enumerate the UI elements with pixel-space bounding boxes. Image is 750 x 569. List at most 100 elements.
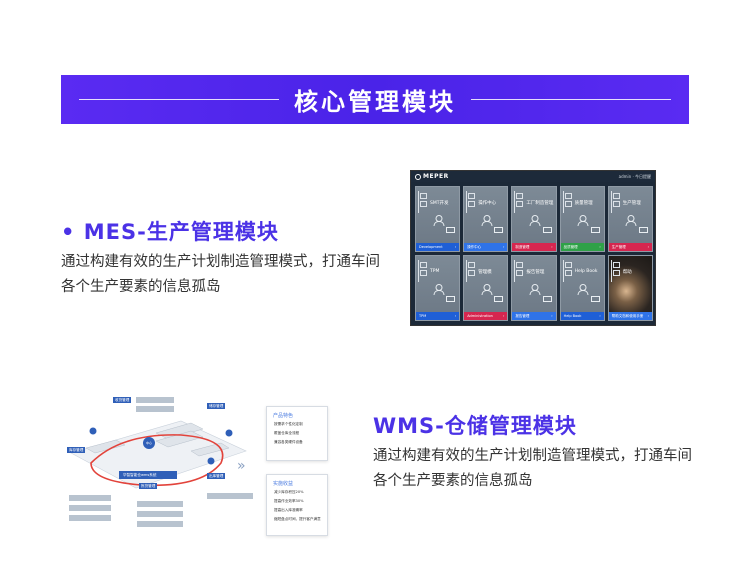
- server-icon: [610, 191, 620, 213]
- user-icon: [432, 215, 445, 226]
- feature-card-title: 产品特色: [273, 413, 294, 419]
- feature-item: 减少库存积压20%: [274, 490, 304, 494]
- info-bar: [137, 501, 183, 507]
- mes-tile[interactable]: 生产管理生产管理›: [607, 186, 653, 252]
- mes-tile-footer: 帮助文档和使用手册›: [608, 312, 652, 320]
- feature-card-traits: 产品特色 按需求个性化定制覆盖仓库全流程兼容各类硬件设备: [266, 406, 328, 461]
- server-icon: [418, 191, 427, 213]
- wms-diagram: 收货管理 储存管理 出库管理 拣货管理 库存管理 华智智能仓wms系统 中心: [61, 393, 261, 538]
- server-icon: [562, 191, 572, 213]
- user-icon: [577, 284, 589, 295]
- mes-tile[interactable]: 操作中心操作中心›: [463, 186, 509, 252]
- user-icon: [528, 284, 541, 295]
- mes-tile-name: 质量管理: [574, 201, 593, 206]
- mes-tile[interactable]: 帮助帮助文档和使用手册›: [607, 255, 653, 321]
- mes-tile-footer: TPM›: [416, 312, 460, 320]
- monitor-icon: [446, 296, 456, 302]
- logo-icon: [415, 173, 421, 180]
- server-icon: [562, 260, 572, 282]
- monitor-icon: [542, 296, 552, 302]
- user-icon: [432, 284, 445, 295]
- double-chevron-icon: »: [237, 458, 245, 474]
- mes-tile[interactable]: 管理模 Administration›: [463, 255, 509, 321]
- monitor-icon: [446, 227, 456, 233]
- feature-card-title: 实施收益: [273, 481, 294, 487]
- mes-tile-name: Help Book: [574, 269, 598, 274]
- inventory-label: 库存管理: [67, 447, 86, 453]
- feature-list: 减少库存积压20% 提高作业效率30% 提高出入库准确率缩短盘点时间，提升客户满意: [274, 490, 321, 526]
- mes-tile-footer: 报告管理›: [512, 312, 556, 320]
- monitor-icon: [590, 227, 600, 233]
- feature-item: 兼容各类硬件设备: [274, 440, 303, 444]
- info-bar: [136, 397, 174, 403]
- wms-center-label: 华智智能仓wms系统: [123, 473, 157, 477]
- monitor-icon: [590, 296, 600, 302]
- chevron-right-icon: ›: [551, 245, 553, 249]
- chevron-right-icon: ›: [502, 245, 505, 249]
- mes-tile-name: 操作中心: [478, 201, 497, 206]
- mes-tile-footer: 品质管理›: [560, 243, 604, 251]
- mes-tile[interactable]: 工厂制造管理制造管理›: [511, 186, 557, 252]
- mes-tile-footer: Development›: [416, 243, 460, 251]
- feature-item: 按需求个性化定制: [274, 422, 303, 426]
- mes-tile-footer: 生产管理›: [608, 243, 652, 251]
- mes-description: 通过构建有效的生产计划制造管理模式，打通车间各个生产要素的信息孤岛: [61, 254, 380, 295]
- chevron-right-icon: ›: [647, 314, 649, 318]
- mes-logo: MEPER: [415, 173, 449, 180]
- mes-tile-footer: 操作中心›: [464, 243, 508, 251]
- mes-tile-name: 管理模: [478, 270, 492, 275]
- chevron-right-icon: ›: [647, 245, 649, 249]
- picking-label: 拣货管理: [139, 483, 158, 489]
- chevron-right-icon: ›: [454, 245, 457, 249]
- server-icon: [610, 260, 620, 282]
- mes-tile-name: 帮助: [622, 270, 632, 275]
- core-node-label: 中心: [146, 441, 153, 445]
- mes-tile[interactable]: 质量管理品质管理›: [559, 186, 605, 252]
- chevron-right-icon: ›: [599, 245, 601, 249]
- info-bar: [69, 495, 111, 501]
- mes-tile-name: 报告管理: [526, 270, 545, 275]
- mes-tile-name: SMT开发: [430, 201, 449, 206]
- mes-user-info: admin · 今日提醒: [618, 173, 651, 179]
- banner-title: 核心管理模块: [294, 88, 456, 116]
- mes-tile-name: 工厂制造管理: [526, 201, 554, 206]
- feature-item: 提高出入库准确率: [274, 508, 303, 512]
- server-icon: [466, 191, 476, 213]
- storage-label: 储存管理: [207, 403, 226, 409]
- user-icon: [577, 215, 589, 226]
- chevron-right-icon: ›: [502, 314, 505, 318]
- user-icon: [480, 284, 493, 295]
- feature-item: 覆盖仓库全流程: [274, 431, 300, 435]
- server-icon: [514, 260, 524, 282]
- feature-card-benefits: 实施收益 减少库存积压20% 提高作业效率30% 提高出入库准确率缩短盘点时间，提升…: [266, 474, 328, 536]
- monitor-icon: [494, 227, 504, 233]
- server-icon: [418, 260, 427, 282]
- monitor-icon: [542, 227, 552, 233]
- mes-tile[interactable]: SMT开发 Development›: [415, 186, 461, 252]
- section-banner: 核心管理模块: [61, 75, 689, 124]
- info-bar: [137, 521, 183, 527]
- chevron-right-icon: ›: [454, 314, 457, 318]
- wms-heading: WMS-仓储管理模块: [373, 414, 577, 438]
- mes-tile-name: TPM: [430, 269, 440, 274]
- server-icon: [514, 191, 524, 213]
- mes-tile[interactable]: 报告管理报告管理›: [511, 255, 557, 321]
- chevron-right-icon: ›: [599, 314, 601, 318]
- user-icon: [528, 215, 541, 226]
- server-icon: [466, 260, 476, 282]
- monitor-icon: [639, 227, 648, 233]
- feature-item: 缩短盘点时间，提升客户满意: [274, 517, 321, 521]
- feature-item: 提高作业效率30%: [274, 499, 304, 503]
- mes-tile[interactable]: TPM TPM›: [415, 255, 461, 321]
- user-icon: [625, 215, 637, 226]
- mes-tile-footer: Administration›: [464, 312, 508, 320]
- info-bar: [207, 493, 253, 499]
- mes-tile-name: 生产管理: [622, 201, 641, 206]
- chevron-right-icon: ›: [551, 314, 553, 318]
- mes-heading: • MES-生产管理模块: [61, 220, 279, 244]
- monitor-icon: [494, 296, 504, 302]
- mes-tile-footer: 制造管理›: [512, 243, 556, 251]
- info-bar: [69, 515, 111, 521]
